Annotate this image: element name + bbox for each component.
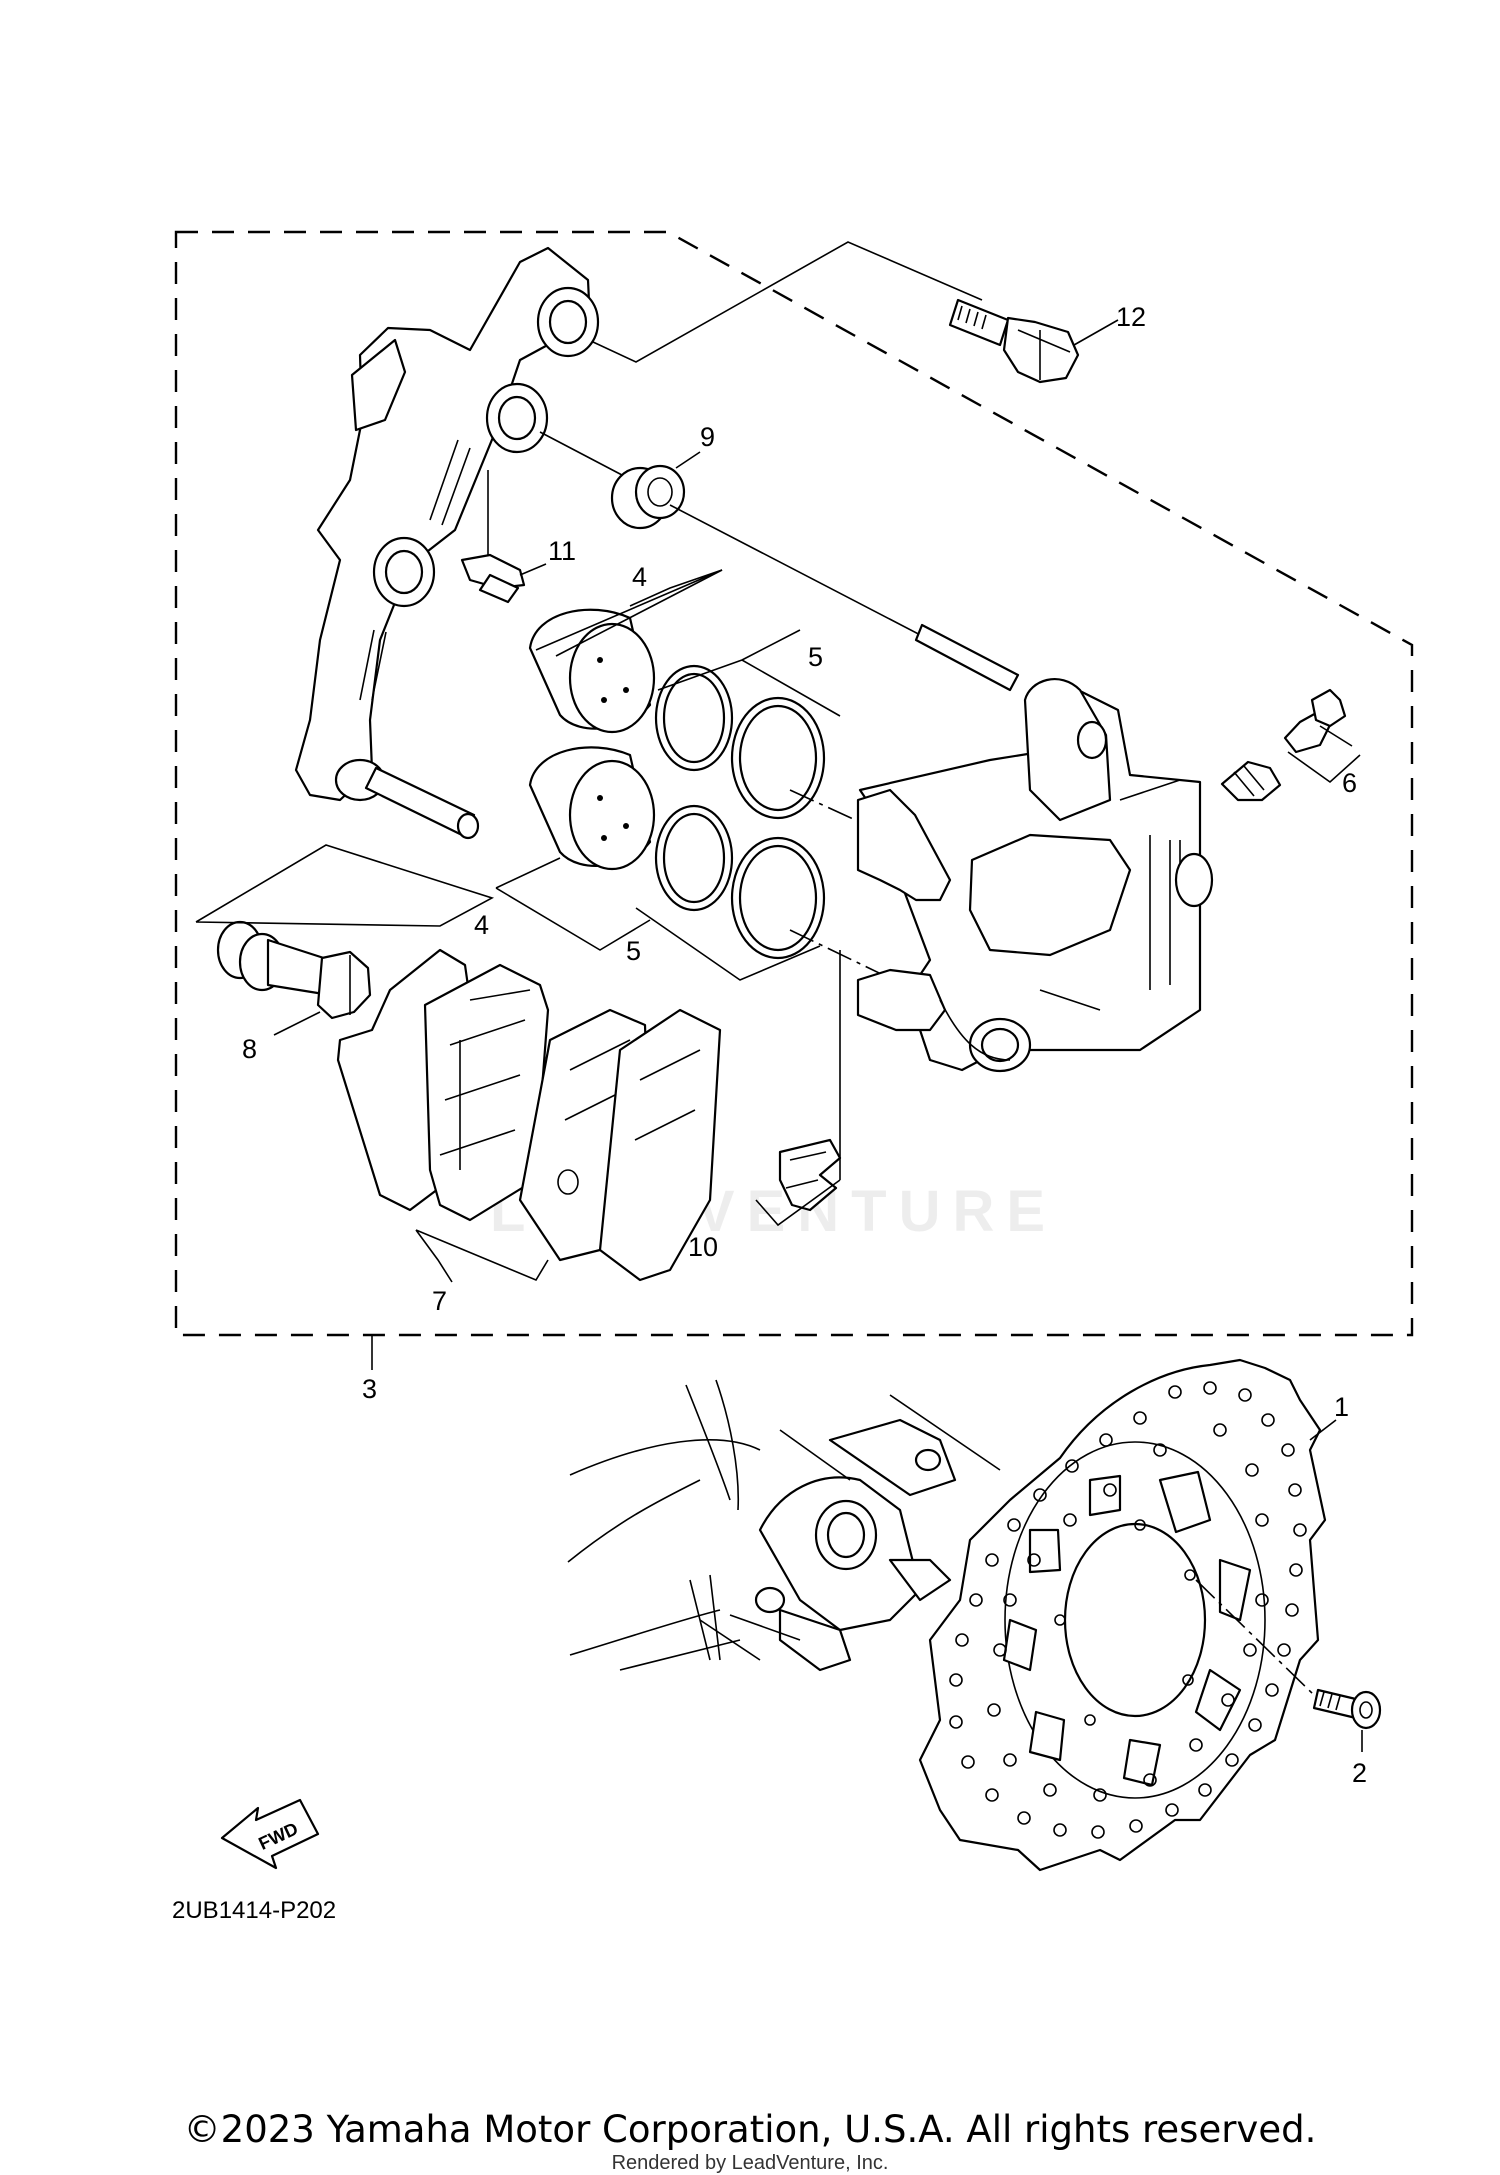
part-2-disc-bolt [1312,1688,1382,1730]
leader-12 [1073,319,1119,346]
part-11-clip [460,470,547,604]
bracket-4-lower [495,857,651,951]
callout-1: 1 [1334,1392,1349,1422]
bracket-5-lower [635,907,821,981]
part-5-seals [654,664,826,960]
fork-leg [567,1379,1001,1672]
bracket-4-upper [535,569,723,651]
part-1-brake-disc [918,1358,1327,1872]
callout-6: 6 [1342,768,1357,798]
callout-5-lower: 5 [626,936,641,966]
chain-piston-to-caliper [789,789,961,1013]
chain-8 [195,844,495,927]
callout-12: 12 [1116,302,1146,332]
callout-7: 7 [432,1286,447,1316]
chain-10 [755,950,841,1227]
part-12-bolt [948,298,1080,384]
callout-11: 11 [548,536,576,566]
rendered-by-notice: Rendered by LeadVenture, Inc. [611,2152,889,2174]
caliper-assembly-boundary [174,230,1414,1337]
part-4-piston-upper [528,608,656,734]
callout-4-upper: 4 [632,562,647,592]
callout-2: 2 [1352,1758,1367,1788]
caliper-bracket [294,246,600,840]
part-6-bleed-screw [1220,688,1347,802]
leader-9 [675,451,701,469]
leader-1 [1309,1419,1337,1441]
callout-5-upper: 5 [808,642,823,672]
caliper-slide-pin [914,623,1020,692]
bracket-7 [415,1229,549,1283]
callout-3: 3 [362,1374,377,1404]
pin-chain-9 [539,431,931,641]
leader-2-chain [1195,1579,1315,1696]
callout-8: 8 [242,1034,257,1064]
part-7-brake-pads [336,948,722,1282]
part-10-clip [778,1138,842,1212]
callout-10: 10 [688,1232,718,1262]
part-9-boot [610,464,686,530]
callout-9: 9 [700,422,715,452]
bracket-5-upper [657,629,841,717]
caliper-body [856,678,1214,1073]
diagram-code: 2UB1414-P202 [172,1897,337,1924]
leader-12-chain [577,241,983,363]
leader-8 [273,1011,321,1036]
part-8-bolt [216,920,372,1020]
part-4-piston-lower [528,746,656,871]
bracket-6 [1287,725,1361,784]
fwd-arrow-icon: FWD [220,1798,320,1870]
bracket-4-upper-b [555,569,723,657]
callout-4-lower: 4 [474,910,489,940]
copyright-notice: ©2023 Yamaha Motor Corporation, U.S.A. A… [183,2108,1317,2151]
